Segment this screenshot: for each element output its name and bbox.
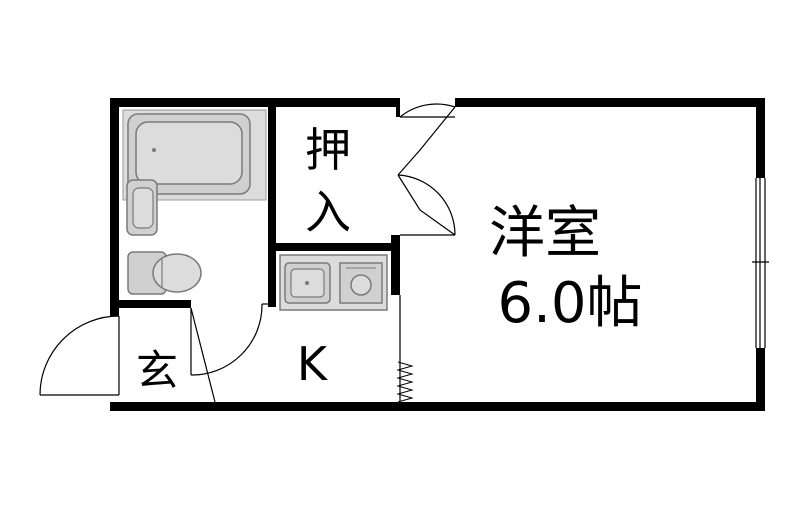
entrance-door-icon — [39, 315, 120, 396]
kitchen-label: K — [297, 337, 329, 391]
washbasin-icon — [126, 179, 158, 236]
room-name-label: 洋室 — [489, 201, 601, 266]
sink-icon — [284, 262, 331, 304]
closet-label-top: 押 — [305, 123, 351, 177]
bathroom-unit — [122, 109, 267, 295]
bathroom-door-icon — [190, 303, 268, 376]
window-icon — [752, 178, 769, 348]
accordion-curtain-icon — [396, 361, 414, 403]
outer-walls — [110, 98, 765, 411]
interior-walls — [119, 107, 400, 308]
toilet-icon — [127, 251, 202, 295]
closet-door-icon — [397, 103, 456, 236]
entrance-label: 玄 — [136, 346, 178, 395]
stove-icon — [339, 262, 383, 304]
bathtub-icon — [127, 113, 251, 195]
room-size-label: 6.0帖 — [497, 271, 642, 336]
thin-partitions — [190, 295, 401, 403]
closet-label-bottom: 入 — [305, 185, 351, 239]
kitchen-unit — [279, 254, 388, 311]
